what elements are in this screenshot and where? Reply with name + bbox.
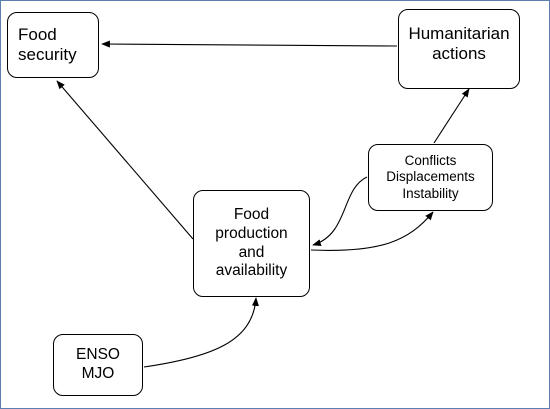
node-label-line: security	[18, 45, 77, 64]
node-enso-mjo: ENSO MJO	[53, 334, 143, 396]
node-label-line: and	[238, 243, 265, 261]
edge-humanitarian-to-food-security	[101, 40, 398, 48]
node-humanitarian-actions: Humanitarian actions	[398, 9, 520, 89]
edge-food-production-to-conflicts	[310, 211, 434, 251]
node-label-line: Instability	[402, 185, 459, 201]
node-label-line: availability	[215, 262, 288, 280]
node-label-line: production	[215, 224, 288, 242]
node-label-line: actions	[432, 44, 486, 64]
edge-conflicts-to-food-production	[312, 176, 368, 247]
node-label-line: Conflicts	[404, 153, 457, 169]
node-conflicts: Conflicts Displacements Instability	[368, 144, 493, 211]
node-food-production: Food production and availability	[193, 190, 310, 297]
node-food-security: Food security	[7, 12, 99, 78]
node-label-line: Humanitarian	[408, 24, 510, 43]
node-label-line: ENSO	[76, 346, 120, 364]
edge-food-production-to-food-security	[56, 80, 194, 240]
edge-conflicts-to-humanitarian	[433, 88, 470, 144]
node-label-line: Food	[233, 206, 270, 224]
node-label-line: MJO	[81, 365, 115, 382]
edge-enso-to-food-production	[143, 297, 259, 368]
node-label-line: Displacements	[386, 169, 475, 185]
node-label-line: Food	[18, 24, 57, 44]
